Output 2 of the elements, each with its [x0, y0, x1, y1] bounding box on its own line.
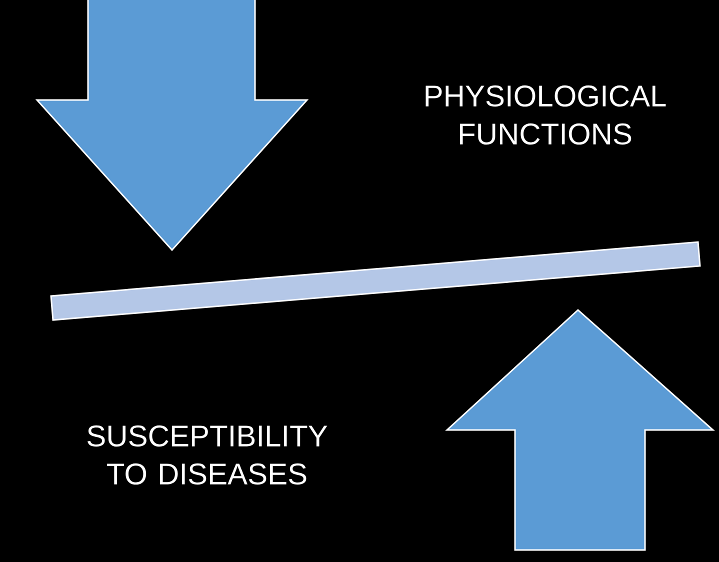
label-text: SUSCEPTIBILITY TO DISEASES [88, 425, 328, 485]
label-text: PHYSIOLOGICAL FUNCTIONS [426, 85, 666, 145]
